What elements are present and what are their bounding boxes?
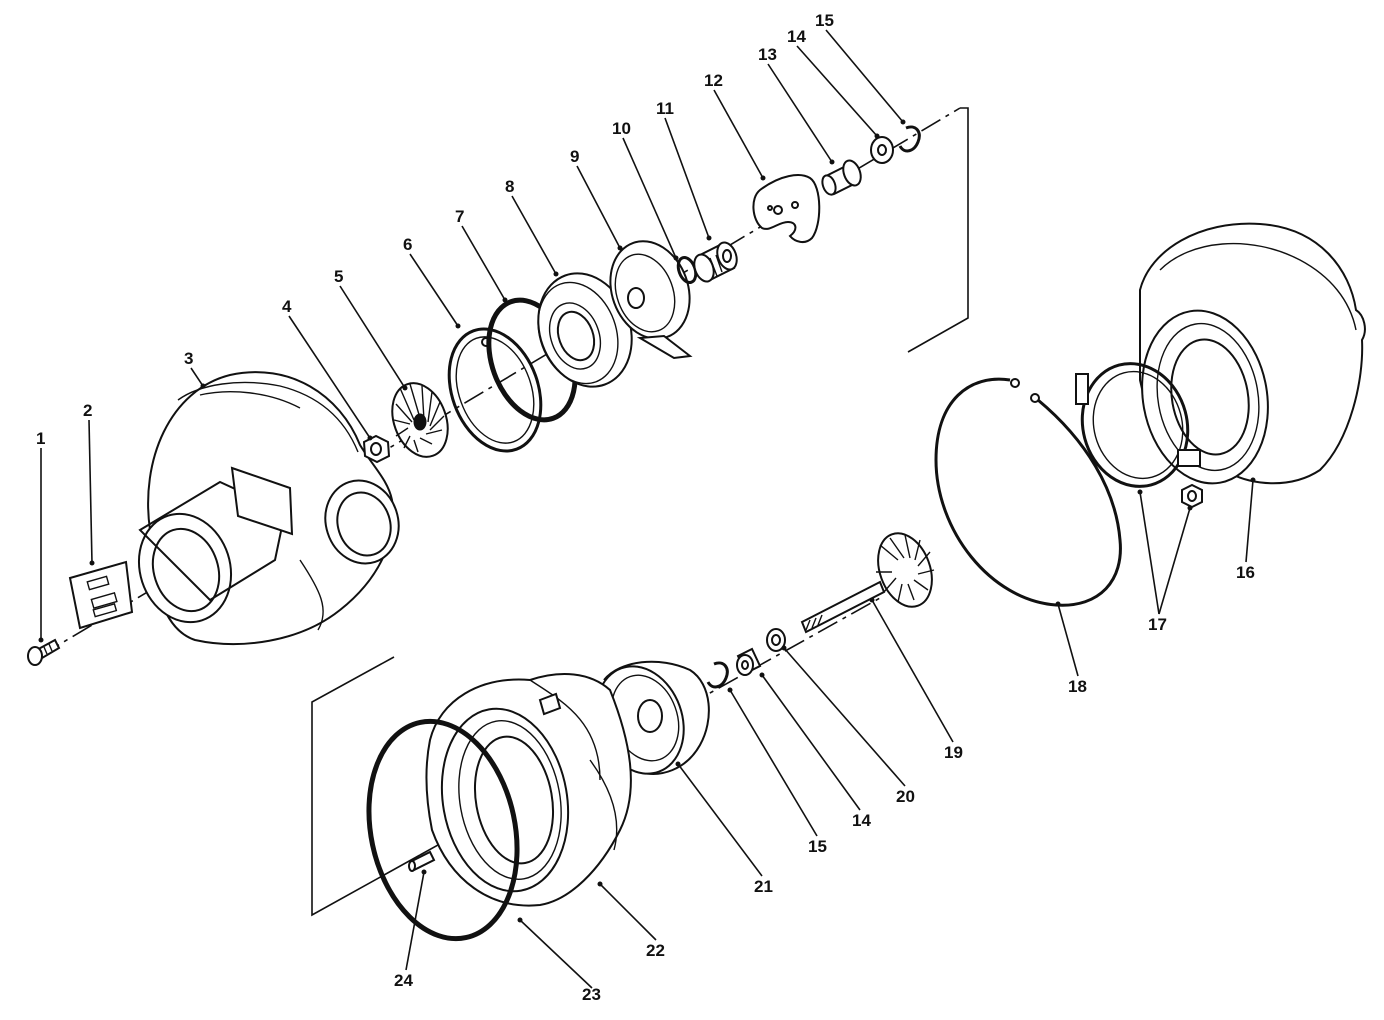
callout-5: 5	[334, 267, 343, 286]
callout-15-lower: 15	[808, 837, 827, 856]
callout-7: 7	[455, 207, 464, 226]
callout-13: 13	[758, 45, 777, 64]
callout-21: 21	[754, 877, 773, 896]
snap-ring-15-upper	[898, 125, 921, 153]
callout-15-upper: 15	[815, 11, 834, 30]
turbine-housing	[1139, 222, 1366, 485]
bearing-14-upper	[870, 136, 894, 164]
seal-plate	[595, 660, 710, 775]
callout-17: 17	[1148, 615, 1167, 634]
leader-lines	[38, 29, 1256, 989]
callout-8: 8	[505, 177, 514, 196]
callout-4: 4	[282, 297, 292, 316]
thrust-collar	[821, 159, 862, 196]
callout-3: 3	[184, 349, 193, 368]
thrust-bearing	[752, 174, 821, 244]
nut	[362, 434, 391, 464]
callout-1: 1	[36, 429, 45, 448]
snap-ring-15-lower	[706, 661, 729, 689]
callout-14-upper: 14	[787, 27, 806, 46]
retaining-ring-6	[447, 327, 543, 453]
thrust-washer	[766, 628, 786, 652]
o-ring-23	[366, 718, 520, 942]
callout-16: 16	[1236, 563, 1255, 582]
callout-6: 6	[403, 235, 412, 254]
bearing-14-lower	[736, 647, 762, 676]
center-housing	[425, 673, 632, 907]
oil-deflector	[609, 240, 693, 360]
callout-24: 24	[394, 971, 413, 990]
bolt	[27, 638, 61, 666]
callout-2: 2	[83, 401, 92, 420]
callout-23: 23	[582, 985, 601, 1004]
callout-20: 20	[896, 787, 915, 806]
callout-14-lower: 14	[852, 811, 871, 830]
compressor-housing	[137, 371, 400, 645]
nameplate	[68, 560, 134, 630]
turbine-wheel-shaft	[800, 532, 935, 634]
callout-10: 10	[612, 119, 631, 138]
callout-9: 9	[570, 147, 579, 166]
v-band-clamp	[1075, 362, 1203, 509]
callout-labels: 1 2 3 4 5 6 7 8 9 10 11 12 13 14 15 16 1…	[36, 11, 1255, 1004]
dowel-pin	[408, 850, 436, 872]
spacer-sleeve	[693, 241, 738, 283]
callout-12: 12	[704, 71, 723, 90]
compressor-wheel	[391, 382, 449, 458]
callout-22: 22	[646, 941, 665, 960]
callout-18: 18	[1068, 677, 1087, 696]
callout-19: 19	[944, 743, 963, 762]
callout-11: 11	[656, 99, 674, 118]
